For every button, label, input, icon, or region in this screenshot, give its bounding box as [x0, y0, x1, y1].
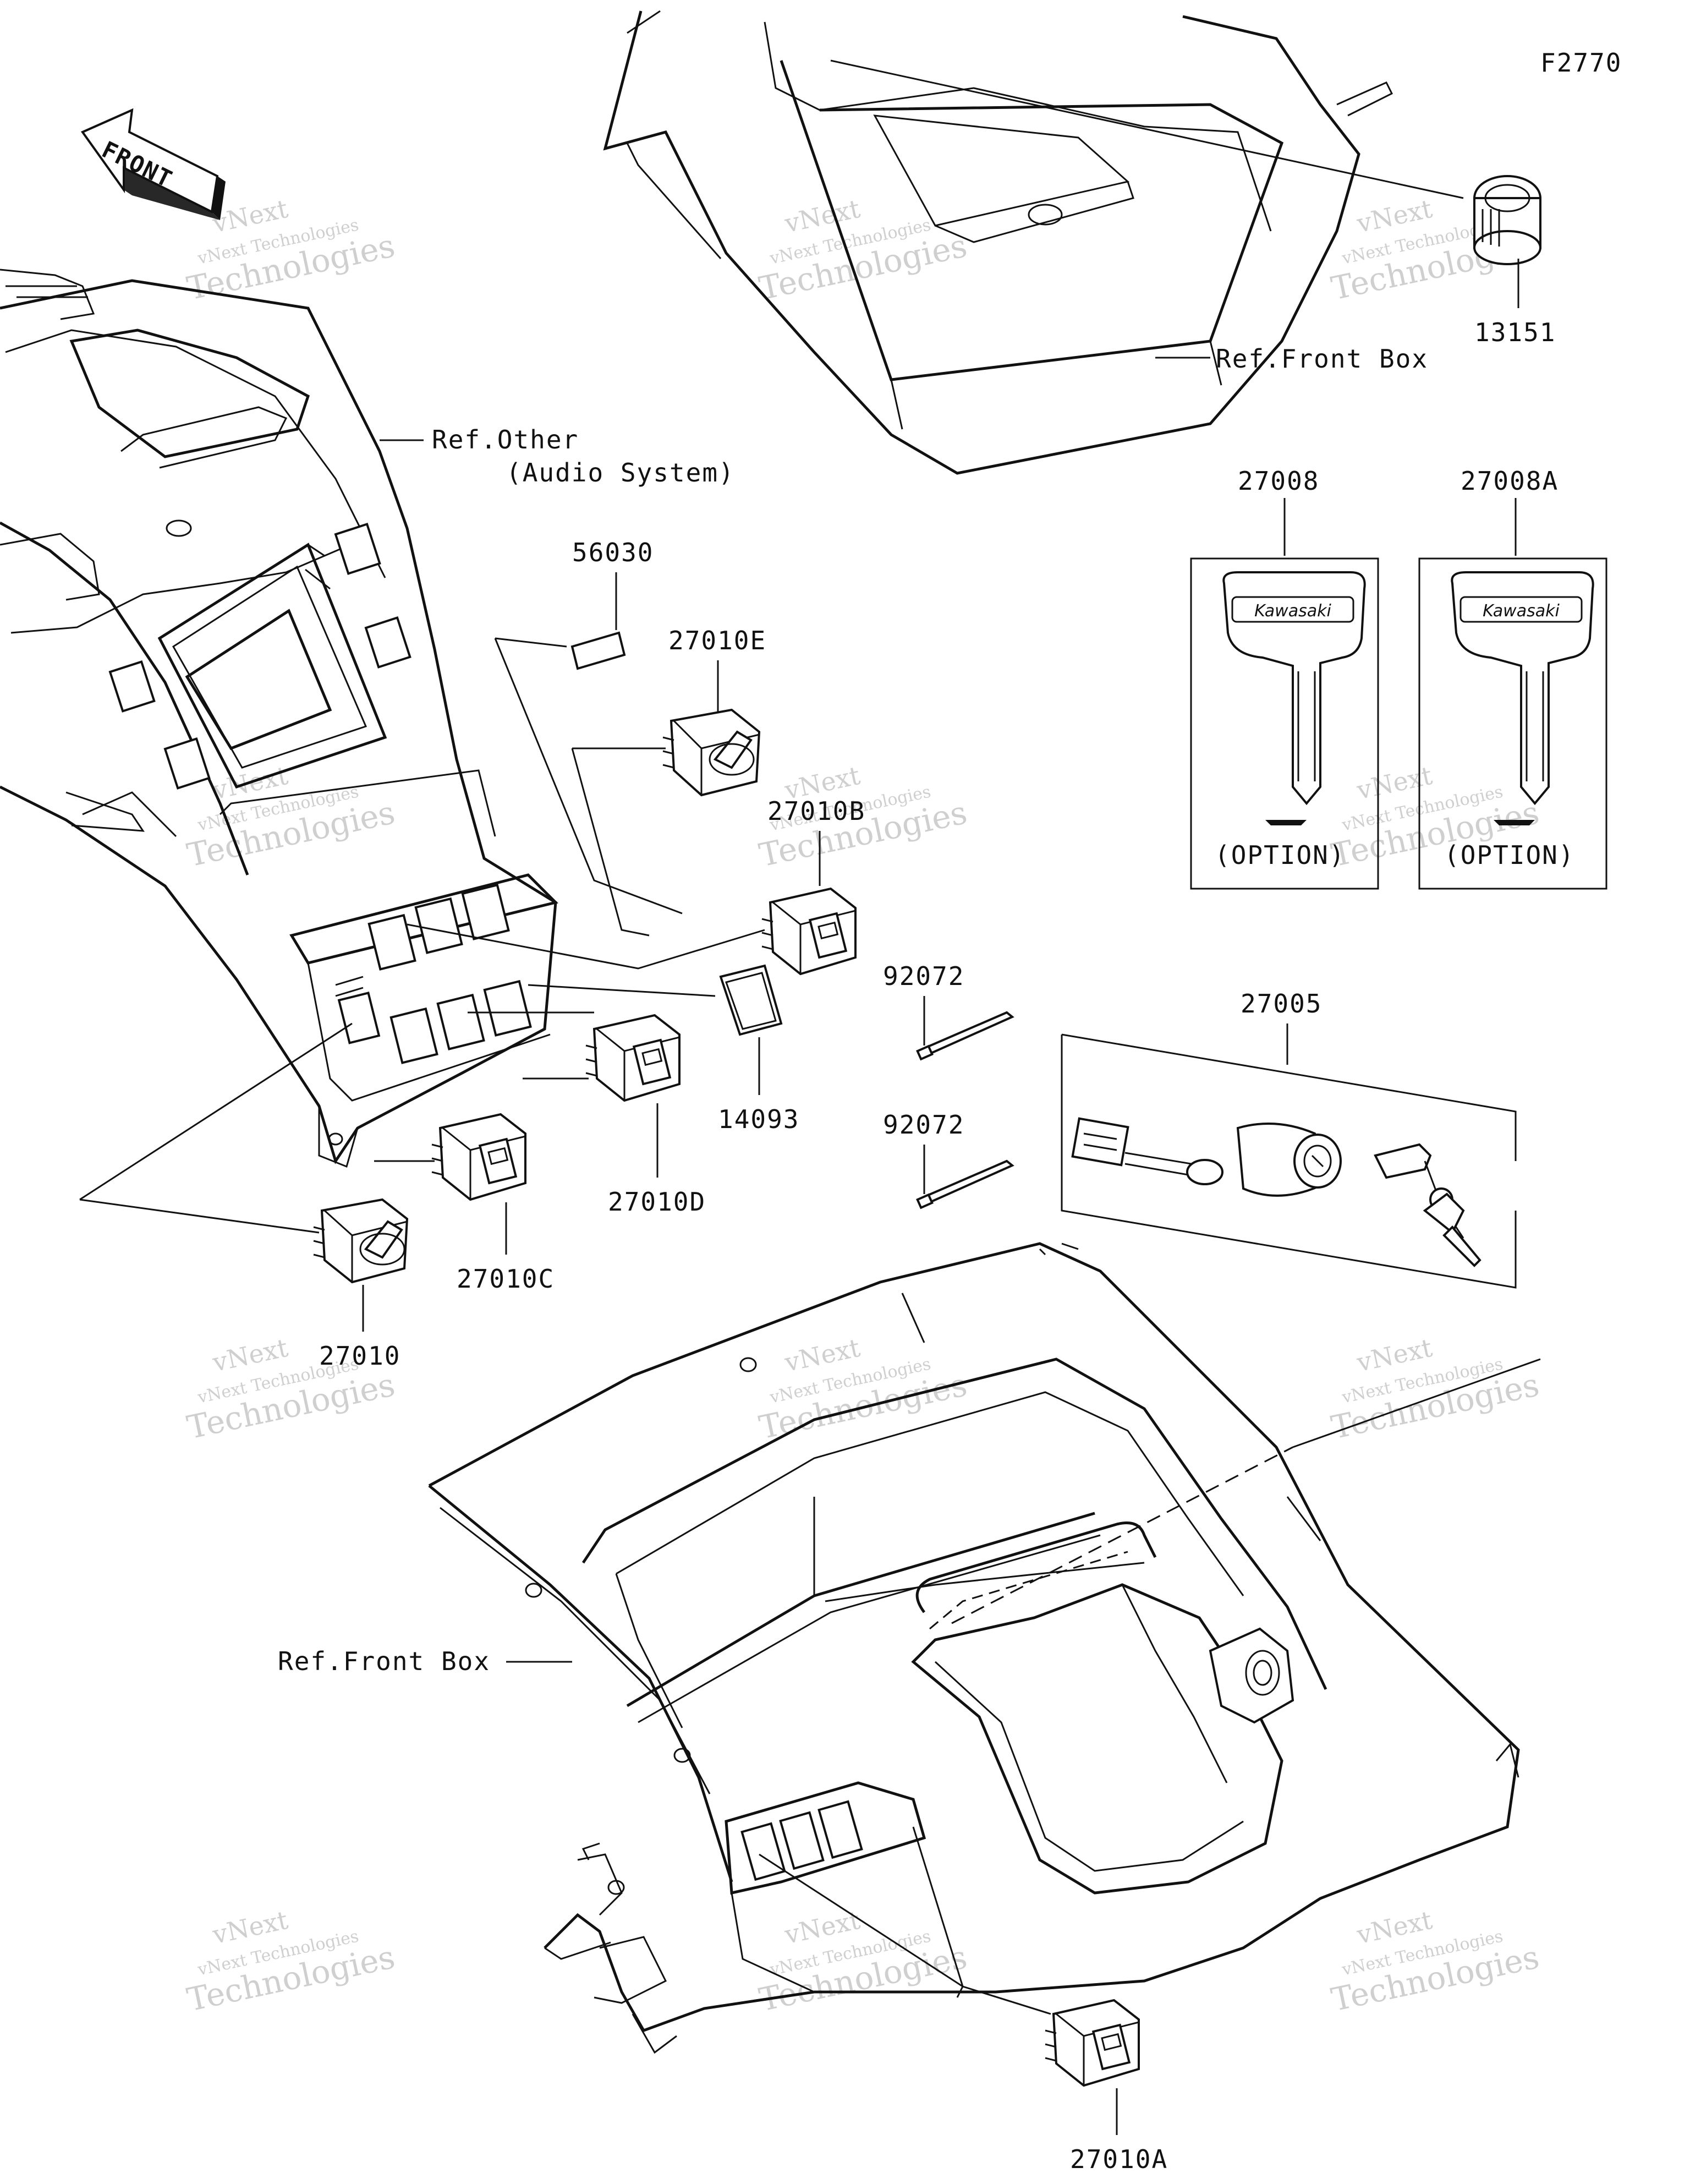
power-socket-part: [1473, 175, 1541, 265]
key-brand-left: Kawasaki: [1254, 601, 1331, 621]
cable-band-92072-b: [916, 1159, 1014, 1209]
rotary-switch-27010E: [662, 708, 761, 797]
part-number-13151: 13151: [1474, 318, 1556, 347]
leader-27010A-panel: [759, 1826, 1051, 2015]
leader-14093-panel: [528, 984, 716, 997]
key-27008A-icon: Kawasaki: [1451, 571, 1594, 806]
watermark: vNext vNext Technologies Technologies: [184, 1905, 398, 2019]
keyslot-icon: [1494, 820, 1535, 825]
part-number-27010E: 27010E: [668, 626, 766, 655]
leader-13151: [830, 59, 1464, 199]
watermark: vNext vNext Technologies Technologies: [184, 1333, 398, 1447]
rocker-switch-27010C: [431, 1113, 526, 1201]
part-number-27010B: 27010B: [767, 796, 865, 826]
key-card-27008A: [1418, 557, 1607, 890]
rocker-switch-27010D: [585, 1014, 681, 1102]
leader-27010-panel: [79, 1022, 353, 1234]
keyslot-icon: [1265, 820, 1307, 825]
leader-27010D-panel: [468, 1011, 594, 1080]
watermark: vNext vNext Technologies Technologies: [1328, 1905, 1543, 2019]
ref-front-box-top: Ref.Front Box: [1216, 344, 1428, 374]
front-box-bottom-drawing: [428, 1242, 1541, 2054]
option-right: (OPTION): [1444, 840, 1575, 870]
part-number-27010D: 27010D: [608, 1187, 706, 1217]
ref-other-line2: (Audio System): [506, 458, 735, 488]
label-plate-56030: [570, 631, 626, 670]
rocker-switch-27010B: [761, 887, 857, 976]
leader-27010E-panel: [571, 747, 666, 937]
part-number-27008: 27008: [1238, 466, 1319, 496]
rotary-switch-27010: [313, 1198, 409, 1284]
key-brand-right: Kawasaki: [1483, 601, 1560, 621]
part-number-14093: 14093: [718, 1104, 799, 1134]
front-box-top-drawing: [603, 10, 1393, 475]
front-arrow-icon: FRONT: [80, 108, 226, 220]
ref-front-box-bottom: Ref.Front Box: [278, 1646, 490, 1676]
watermark: vNext vNext Technologies Technologies: [184, 760, 398, 874]
part-number-27010C: 27010C: [457, 1264, 555, 1294]
leader-56030-panel: [494, 637, 683, 915]
option-left: (OPTION): [1215, 840, 1346, 870]
key-27008-icon: Kawasaki: [1222, 571, 1366, 806]
keys-27005-icon: [1374, 1143, 1482, 1267]
ignition-switch-27005: [1071, 1117, 1342, 1197]
key-card-27008: [1190, 557, 1379, 890]
part-number-27010A: 27010A: [1070, 2144, 1168, 2174]
ref-other-line1: Ref.Other: [432, 425, 579, 455]
watermark: vNext vNext Technologies Technologies: [756, 1333, 970, 1447]
ignition-set-frame: [1061, 1033, 1517, 1289]
part-number-92072-b: 92072: [883, 1110, 964, 1140]
part-number-27010: 27010: [319, 1341, 400, 1371]
cable-band-92072-a: [916, 1011, 1014, 1061]
rocker-switch-27010A: [1045, 1999, 1140, 2087]
part-number-56030: 56030: [572, 538, 654, 567]
watermark: vNext vNext Technologies Technologies: [756, 194, 970, 308]
part-number-27008A: 27008A: [1461, 466, 1559, 496]
figure-code: F2770: [1540, 48, 1622, 78]
switch-cover-14093: [719, 964, 783, 1036]
part-number-92072-a: 92072: [883, 961, 964, 991]
leader-27010B-panel: [407, 923, 765, 970]
part-number-27005: 27005: [1241, 989, 1322, 1019]
dash-panel-drawing: [0, 269, 558, 1168]
